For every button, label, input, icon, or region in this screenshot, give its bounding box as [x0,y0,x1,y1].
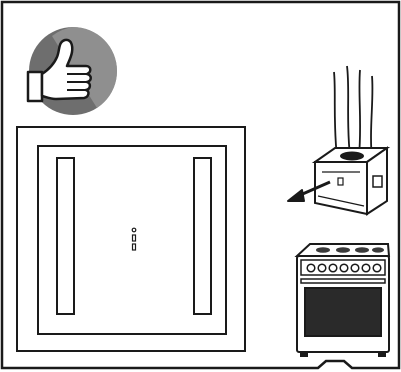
knob-icon [306,263,382,273]
cooker-hood-icon [311,65,391,216]
ceiling-panel-icon [16,126,246,352]
thumbs-up-icon [26,27,118,115]
gas-stove-icon [294,243,391,357]
burner-icon [316,247,384,253]
airflow-arrow-icon [287,180,331,202]
panel-indicator-icon [131,227,137,251]
